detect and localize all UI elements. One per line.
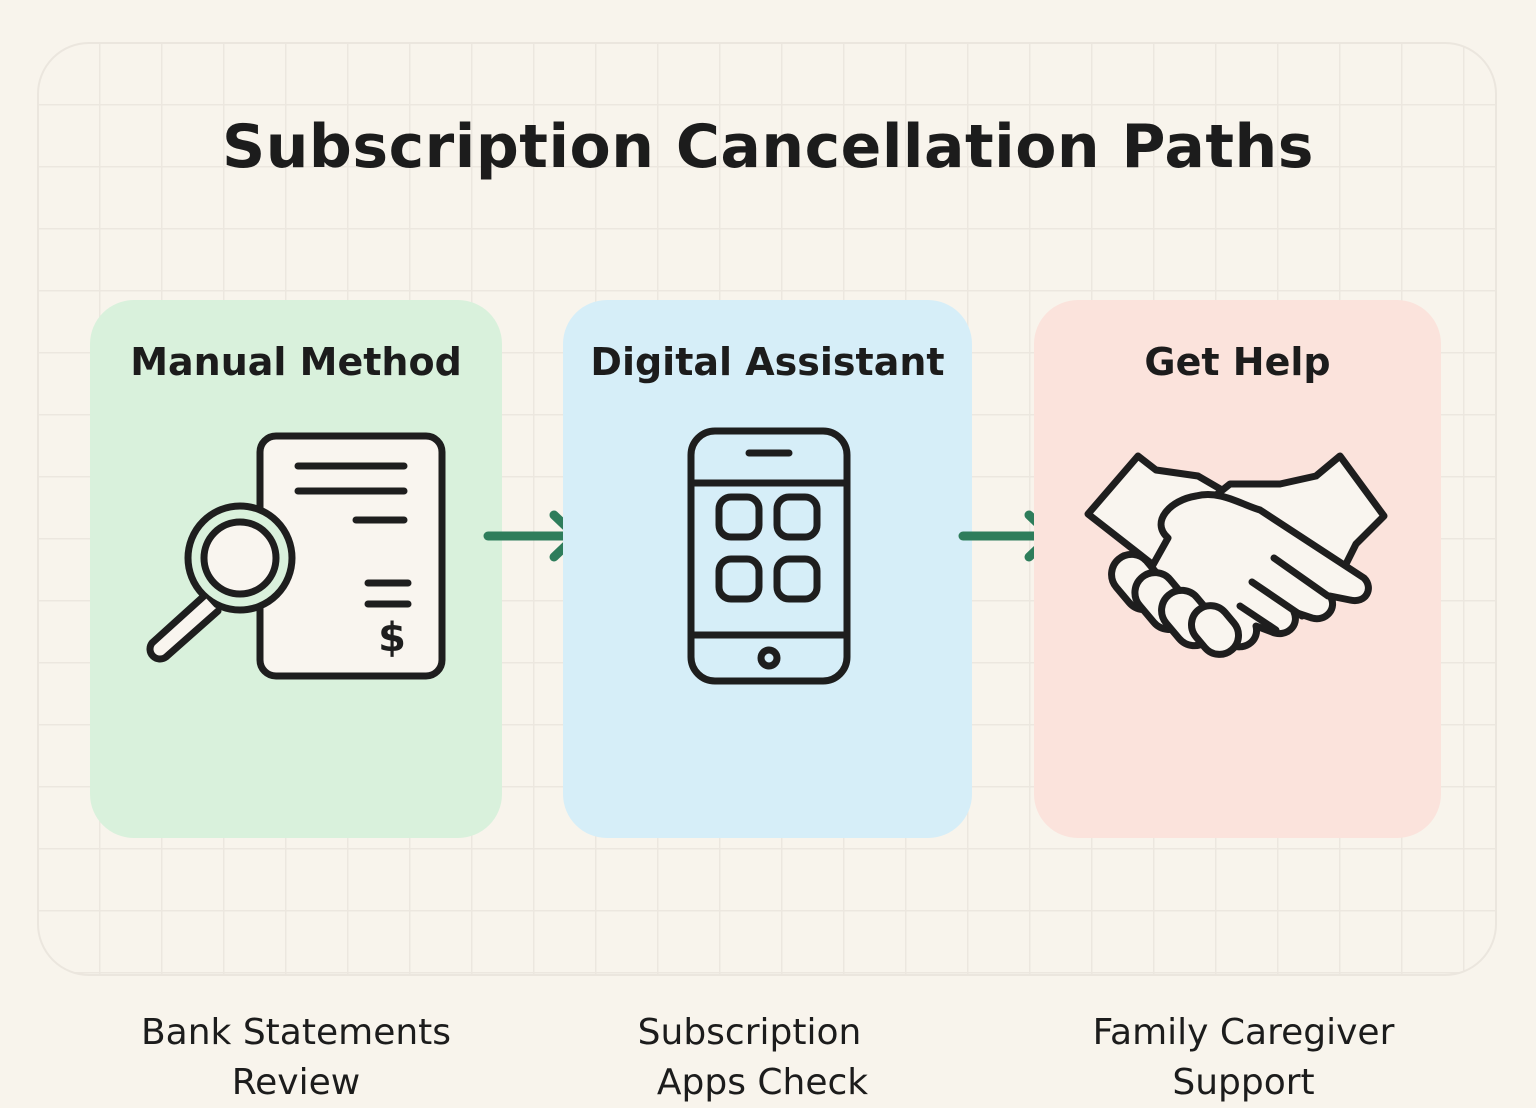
svg-text:$: $ [378,615,406,661]
card-get-help: Get Help Family Caregiver Support [1034,300,1441,1103]
document-magnifier-dollar-icon: $ [146,432,446,680]
caption-line: Family Caregiver [1092,1012,1395,1053]
caption-line: Subscription [637,1012,862,1053]
caption-line: Apps Check [656,1062,869,1103]
handshake-icon [1084,452,1388,658]
card-caption: Subscription Apps Check [563,1008,972,1108]
caption-line: Bank Statements [140,1012,452,1053]
card-heading: Digital Assistant [590,340,945,384]
card-heading: Manual Method [130,340,462,384]
caption-line: Review [231,1062,361,1103]
card-heading: Get Help [1144,340,1331,384]
card-caption: Bank Statements Review [90,1008,502,1108]
diagram-title: Subscription Cancellation Paths [222,112,1314,182]
smartphone-apps-icon [687,427,851,685]
caption-line: Support [1172,1062,1315,1103]
card-caption: Family Caregiver Support [1034,1008,1441,1108]
card-manual-method: Manual Method $ Bank Statements Review [90,300,502,1103]
card-digital-assistant: Digital Assistant Subscription Apps Chec… [563,300,972,1103]
